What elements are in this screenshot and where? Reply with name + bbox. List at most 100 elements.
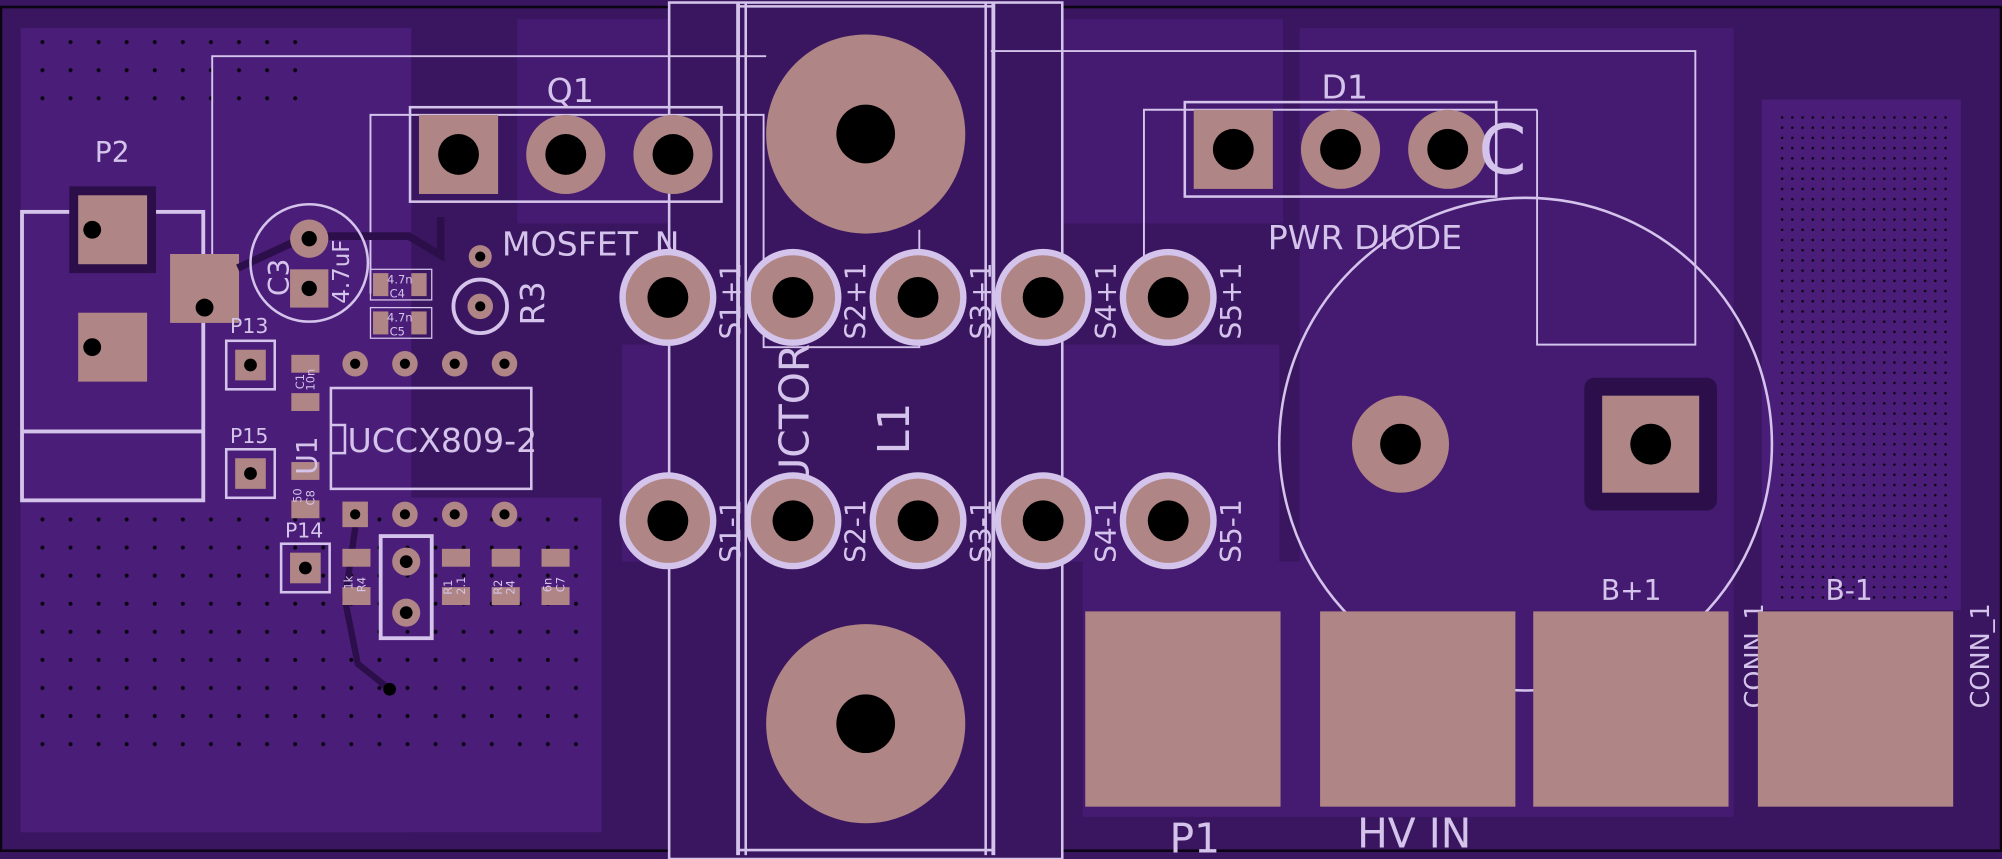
b-minus-label: B-1 bbox=[1826, 574, 1873, 607]
r3-drill bbox=[475, 251, 486, 262]
u1-bottom-pins bbox=[342, 501, 518, 528]
r3-drill bbox=[475, 301, 486, 312]
c3-outline bbox=[249, 202, 370, 323]
jumper-outline bbox=[378, 534, 434, 641]
p1-pad bbox=[1085, 611, 1281, 807]
jumper-drill bbox=[399, 606, 413, 620]
c8-smd bbox=[291, 462, 320, 519]
inductor-drill bbox=[836, 694, 896, 754]
c1-smd bbox=[291, 354, 320, 411]
d1-label: D1 bbox=[1321, 67, 1368, 106]
c5-value: 4.7n bbox=[387, 311, 413, 325]
s3-plus-label: S3+1 bbox=[965, 262, 998, 339]
b-plus-pad bbox=[1533, 611, 1729, 807]
d1-drill bbox=[1427, 128, 1469, 170]
bulk-capacitor-drill bbox=[1630, 423, 1672, 465]
p2-label: P2 bbox=[95, 136, 130, 169]
c8-label: C8 bbox=[303, 490, 317, 505]
c8-value: 50 bbox=[291, 488, 305, 503]
hv-in-label: HV IN bbox=[1357, 810, 1471, 858]
r1-value: 2.1 bbox=[454, 577, 468, 595]
bulk-capacitor-drill bbox=[1380, 423, 1421, 465]
p13-label: P13 bbox=[230, 314, 268, 338]
p15-label: P15 bbox=[230, 424, 268, 448]
p2-pad-drill bbox=[83, 220, 102, 239]
jumper-drill bbox=[399, 555, 413, 568]
silk-outline-q1-area bbox=[211, 55, 767, 269]
s-pads-bottom bbox=[619, 472, 1217, 570]
r4-value: 1k bbox=[342, 575, 356, 589]
c4-value: 4.7n bbox=[387, 272, 413, 286]
u1-label: U1 bbox=[291, 436, 324, 474]
q1-outline bbox=[408, 105, 723, 203]
conn2-label: CONN_1 bbox=[1966, 603, 1996, 708]
r2-smd bbox=[491, 548, 520, 606]
p13-drill bbox=[244, 358, 257, 372]
c1-label: C1 bbox=[293, 374, 307, 389]
u1-notch bbox=[330, 423, 347, 455]
u1-part-number: UCCX809-2 bbox=[347, 421, 537, 460]
c5-label: C5 bbox=[390, 325, 405, 339]
s-pads-top bbox=[619, 248, 1217, 346]
d1-drill bbox=[1212, 128, 1254, 170]
q1-drill bbox=[545, 134, 587, 175]
c1-value: 10n bbox=[303, 369, 317, 391]
r2-label: R2 bbox=[491, 580, 505, 595]
s4-plus-label: S4+1 bbox=[1090, 262, 1123, 339]
r4-smd bbox=[342, 548, 371, 606]
p13-outline bbox=[224, 339, 277, 391]
p14-drill bbox=[298, 561, 312, 575]
r4-label: R4 bbox=[354, 577, 368, 592]
u1-body bbox=[329, 386, 533, 491]
p15-outline bbox=[224, 448, 277, 500]
s1-minus-label: S1-1 bbox=[715, 499, 748, 563]
inductor-drill bbox=[836, 104, 896, 164]
silk-outline-d1-area bbox=[990, 50, 1697, 346]
silk-outline-diode bbox=[1142, 108, 1538, 275]
q1-drill bbox=[438, 134, 479, 175]
s4-minus-label: S4-1 bbox=[1090, 499, 1123, 563]
inductor-label: UCTOR bbox=[770, 344, 818, 488]
s5-plus-label: S5+1 bbox=[1215, 262, 1248, 339]
b-plus-label: B+1 bbox=[1601, 574, 1662, 607]
c7-label: C7 bbox=[553, 577, 567, 592]
b-minus-pad bbox=[1757, 611, 1954, 807]
trace bbox=[236, 216, 445, 272]
c4-label: C4 bbox=[390, 286, 405, 300]
cathode-mark: C bbox=[1478, 111, 1526, 191]
p14-outline bbox=[279, 542, 331, 594]
c5-smd bbox=[369, 306, 433, 339]
u1-top-pins bbox=[342, 351, 518, 377]
c3-pad-drill bbox=[301, 231, 317, 247]
via-grid-far-right bbox=[1777, 114, 1949, 600]
d1-drill bbox=[1320, 128, 1361, 170]
s2-plus-label: S2+1 bbox=[840, 262, 873, 339]
d1-outline bbox=[1183, 100, 1498, 198]
p2-pad-drill bbox=[83, 338, 102, 357]
c7-smd bbox=[541, 548, 570, 606]
r1-label: R1 bbox=[441, 580, 455, 595]
s1-plus-label: S1+1 bbox=[715, 262, 748, 339]
q1-label: Q1 bbox=[547, 71, 594, 110]
r1-smd bbox=[441, 548, 471, 606]
s5-minus-label: S5-1 bbox=[1215, 499, 1248, 563]
via-grid-left-top bbox=[28, 35, 310, 120]
bulk-capacitor-outline bbox=[1277, 196, 1774, 692]
pwr-diode-label: PWR DIODE bbox=[1268, 218, 1462, 257]
s2-minus-label: S2-1 bbox=[840, 499, 873, 563]
c3-label: C3 bbox=[263, 259, 296, 296]
c3-value: 4.7uF bbox=[329, 239, 355, 303]
s3-minus-label: S3-1 bbox=[965, 499, 998, 563]
r3-label: R3 bbox=[513, 281, 552, 325]
p15-drill bbox=[244, 467, 257, 480]
via bbox=[383, 682, 396, 696]
q1-drill bbox=[652, 134, 694, 175]
r3-outline bbox=[451, 277, 509, 336]
p2-pad-drill bbox=[195, 298, 214, 317]
l1-label: L1 bbox=[870, 403, 920, 455]
p14-label: P14 bbox=[285, 518, 323, 542]
r2-value: 24 bbox=[504, 580, 518, 595]
c7-value: 6n bbox=[541, 578, 555, 593]
c3-pad-drill bbox=[301, 280, 317, 297]
